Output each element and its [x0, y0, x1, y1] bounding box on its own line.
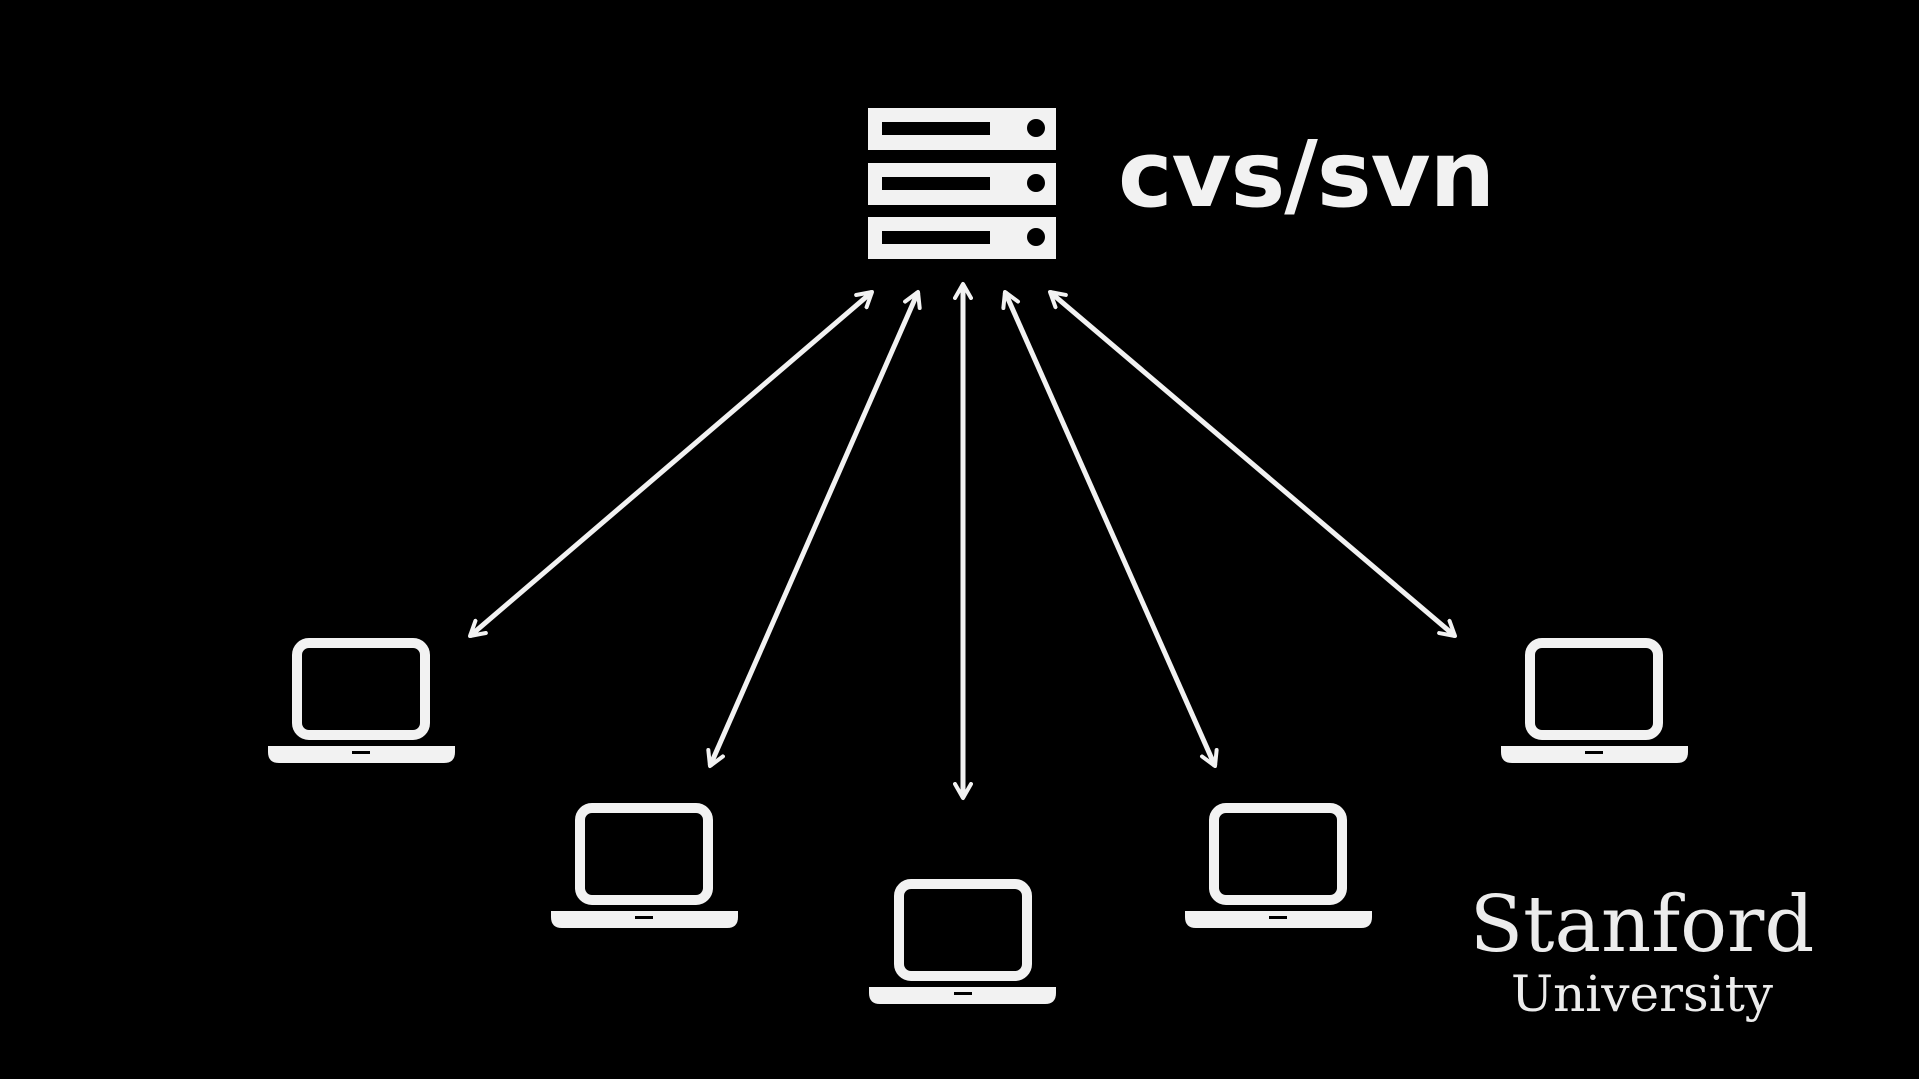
server-unit — [868, 163, 1056, 205]
server-label: cvs/svn — [1118, 121, 1494, 228]
laptop-icon — [1185, 803, 1372, 928]
logo-sub: University — [1511, 965, 1774, 1023]
logo-name: Stanford — [1470, 880, 1815, 970]
server-unit — [868, 217, 1056, 259]
stanford-logo: Stanford University — [1470, 880, 1815, 1023]
bidirectional-arrow — [706, 290, 922, 768]
connections — [468, 282, 1457, 800]
bidirectional-arrow — [1048, 290, 1457, 638]
laptop-icon — [869, 879, 1056, 1004]
server-rack-icon — [868, 108, 1056, 259]
bidirectional-arrow — [1001, 290, 1219, 768]
laptop-icon — [1501, 638, 1688, 763]
laptop-icon — [551, 803, 738, 928]
server-unit — [868, 108, 1056, 150]
laptop-icon — [268, 638, 455, 763]
bidirectional-arrow — [468, 290, 874, 638]
